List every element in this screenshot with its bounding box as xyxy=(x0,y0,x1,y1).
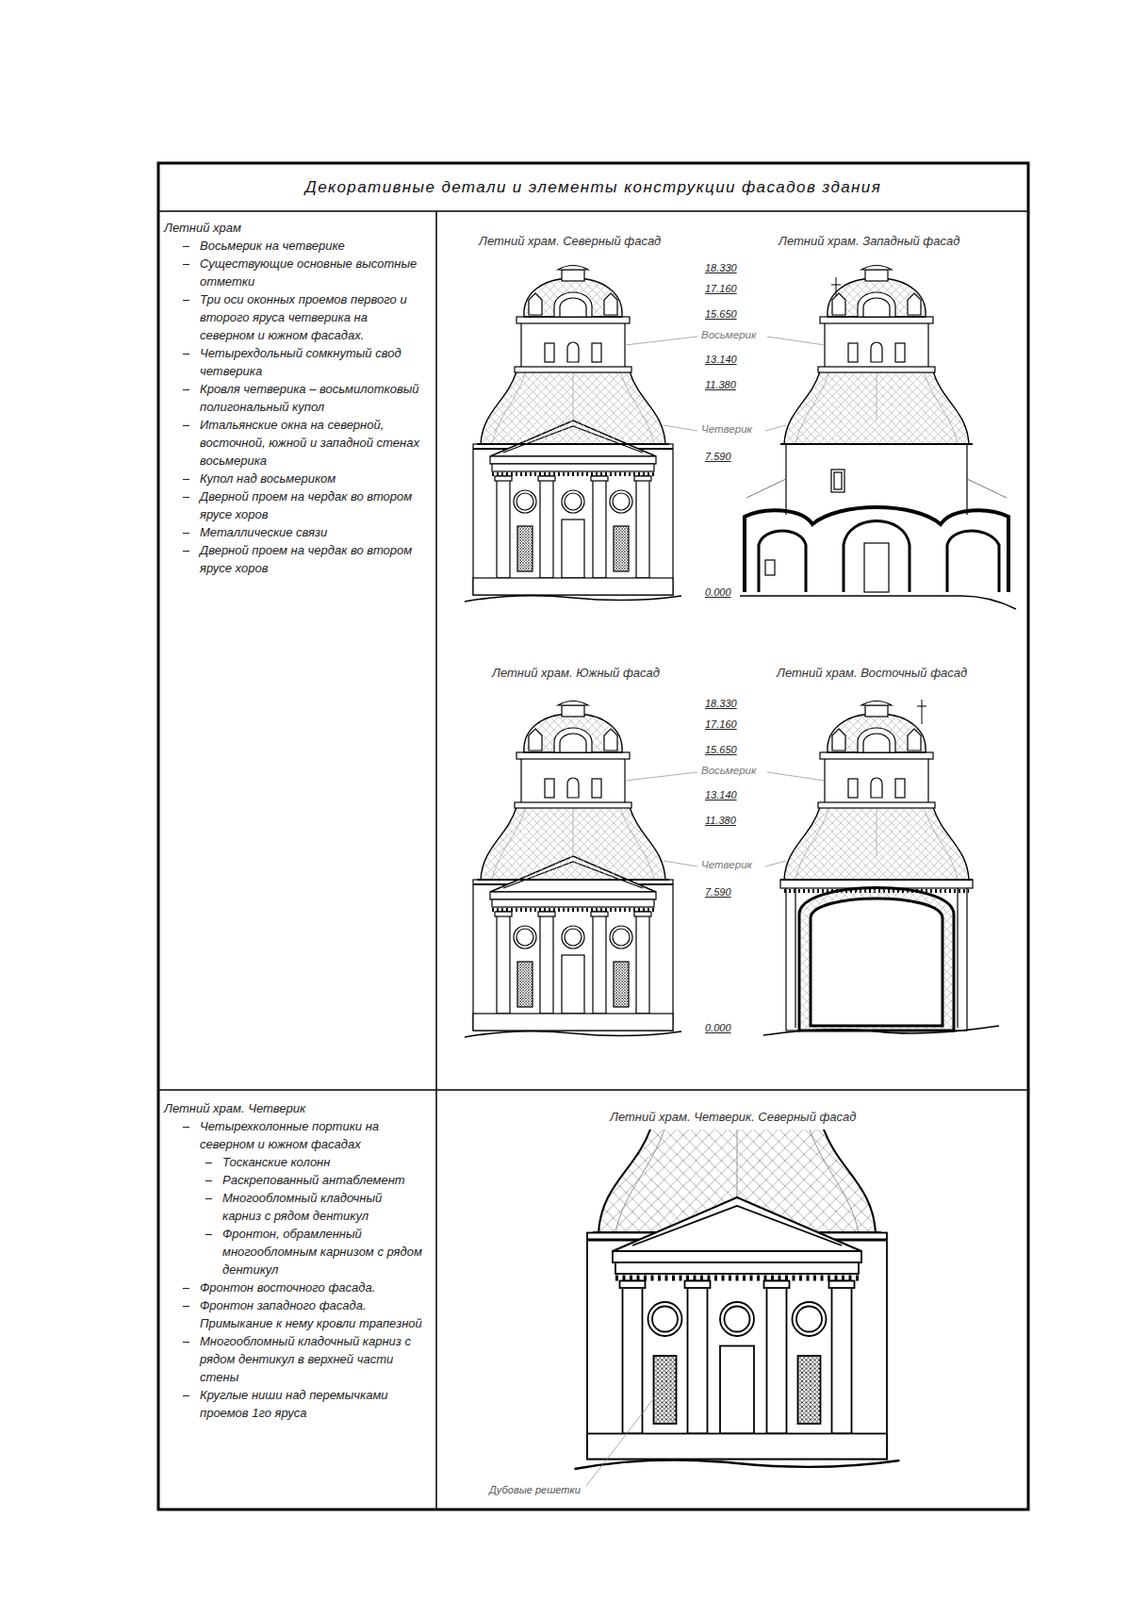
text-cell: Летний храм. ЧетверикЧетырехколонные пор… xyxy=(158,1093,437,1507)
list-text: Металлические связи xyxy=(199,524,328,540)
list-item: Три оси оконных проемов первого и второг… xyxy=(163,290,424,345)
leader-line xyxy=(586,1385,664,1486)
list-dash xyxy=(182,1287,190,1289)
drawing-title: Летний храм. Северный фасад xyxy=(478,233,661,248)
list-dash xyxy=(205,1233,213,1235)
list-dash xyxy=(182,245,190,247)
list-text: Итальянские окна на северной, восточной,… xyxy=(199,417,420,468)
list-item: Дверной проем на чердак во втором ярусе … xyxy=(163,540,424,577)
list-text: Восьмерик на четверике xyxy=(199,238,345,253)
elevation-mark: 0.000 xyxy=(704,1021,732,1033)
sheet-title: Декоративные детали и элементы конструкц… xyxy=(305,178,882,197)
west-facade xyxy=(739,265,1017,610)
level-name: Восьмерик xyxy=(701,764,756,776)
list-text: Дверной проем на чердак во втором ярусе … xyxy=(199,489,412,522)
list-item: Кровля четверика – восьмилотковый полиго… xyxy=(163,379,424,416)
list-item: Фронтон восточного фасада. xyxy=(163,1278,424,1296)
list-dash xyxy=(182,496,190,498)
list-item: Четырехдольный сомкнутый свод четверика xyxy=(163,344,424,380)
elevation-mark: 17.160 xyxy=(704,282,738,295)
elevation-mark: 7.590 xyxy=(704,885,732,898)
list-dash xyxy=(205,1180,213,1181)
elevation-mark: 13.140 xyxy=(704,788,738,801)
elevation-mark: 11.380 xyxy=(704,378,737,391)
title-cell: Декоративные детали и элементы конструкц… xyxy=(160,164,1027,211)
list-dash xyxy=(182,389,190,391)
sheet-frame xyxy=(158,163,1029,1509)
list-dash xyxy=(182,263,190,265)
cell-heading: Летний храм. Четверик xyxy=(163,1098,424,1117)
list-text: Кровля четверика – восьмилотковый полиго… xyxy=(199,381,420,414)
south-facade xyxy=(464,701,682,1038)
list-dash xyxy=(205,1197,213,1199)
cell-heading: Летний храм xyxy=(163,218,424,237)
list-item: Многообломный кладочный карниз с рядом д… xyxy=(163,1331,424,1386)
list-text: Фронтон, обрамленный многообломным карни… xyxy=(222,1226,423,1277)
list-item: Четырехколонные портики на северном и юж… xyxy=(163,1116,424,1153)
list-item: Металлические связи xyxy=(163,523,424,541)
list-item: Купол над восьмериком xyxy=(163,469,424,488)
elevation-mark: 15.650 xyxy=(704,308,738,320)
list-text: Круглые ниши над перемычками проемов 1го… xyxy=(199,1387,389,1420)
list-item: Восьмерик на четверике xyxy=(163,236,424,255)
list-item: Круглые ниши над перемычками проемов 1го… xyxy=(163,1385,424,1422)
list-item: Раскрепованный антаблемент xyxy=(163,1170,424,1189)
list-dash xyxy=(182,478,190,480)
list-dash xyxy=(182,1394,190,1396)
elevation-mark: 18.330 xyxy=(704,262,738,274)
list-item: Многообломный кладочный карниз с рядом д… xyxy=(163,1188,424,1225)
list-dash xyxy=(182,1341,190,1343)
list-dash xyxy=(182,550,190,552)
drawing-title: Летний храм. Восточный фасад xyxy=(776,665,968,680)
callout-label: Дубовые решетки xyxy=(489,1483,581,1495)
list-item: Тосканские колонн xyxy=(163,1152,424,1171)
list-text: Дверной проем на чердак во втором ярусе … xyxy=(199,542,412,575)
list-text: Четырехдольный сомкнутый свод четверика xyxy=(199,345,402,378)
list-item: Фронтон западного фасада. Примыкание к н… xyxy=(163,1295,424,1332)
level-name: Четверик xyxy=(701,423,753,435)
list-item: Итальянские окна на северной, восточной,… xyxy=(163,415,424,470)
list-dash xyxy=(205,1162,213,1164)
drawing-title: Летний храм. Западный фасад xyxy=(778,233,960,248)
list-dash xyxy=(182,353,190,355)
list-text: Раскрепованный антаблемент xyxy=(222,1172,406,1187)
north-facade xyxy=(464,265,682,603)
list-text: Тосканские колонн xyxy=(222,1154,330,1169)
list-text: Три оси оконных проемов первого и второг… xyxy=(199,292,408,343)
elevation-mark: 18.330 xyxy=(704,697,738,709)
list-dash xyxy=(182,299,190,301)
chetverik-north-facade xyxy=(574,1129,901,1469)
level-name: Восьмерик xyxy=(701,328,756,341)
elevation-mark: 11.380 xyxy=(704,814,737,826)
list-text: Купол над восьмериком xyxy=(199,471,336,486)
list-text: Многообломный кладочный карниз с рядом д… xyxy=(222,1190,382,1223)
level-name: Четверик xyxy=(701,858,753,870)
elevation-mark: 13.140 xyxy=(704,353,738,365)
list-dash xyxy=(182,425,190,427)
list-text: Многообломный кладочный карниз с рядом д… xyxy=(199,1333,411,1384)
list-dash xyxy=(182,532,190,534)
list-text: Фронтон восточного фасада. xyxy=(199,1279,376,1295)
level-leaders xyxy=(624,336,825,867)
list-text: Четырехколонные портики на северном и юж… xyxy=(199,1118,379,1151)
text-cell: Летний храмВосьмерик на четверикеСуществ… xyxy=(158,213,437,1088)
elevation-mark: 17.160 xyxy=(704,718,738,730)
list-item: Фронтон, обрамленный многообломным карни… xyxy=(163,1224,424,1279)
list-item: Существующие основные высотные отметки xyxy=(163,254,424,291)
elevation-mark: 15.650 xyxy=(704,743,738,755)
drawing-title: Летний храм. Южный фасад xyxy=(491,665,660,680)
east-facade xyxy=(763,699,1000,1035)
elevation-mark: 7.590 xyxy=(704,450,732,462)
elevation-mark: 0.000 xyxy=(704,586,732,598)
list-text: Фронтон западного фасада. Примыкание к н… xyxy=(199,1297,423,1330)
list-text: Существующие основные высотные отметки xyxy=(199,256,417,289)
list-dash xyxy=(182,1305,190,1307)
list-dash xyxy=(182,1126,190,1128)
list-item: Дверной проем на чердак во втором ярусе … xyxy=(163,487,424,524)
drawing-title: Летний храм. Четверик. Северный фасад xyxy=(609,1109,857,1124)
